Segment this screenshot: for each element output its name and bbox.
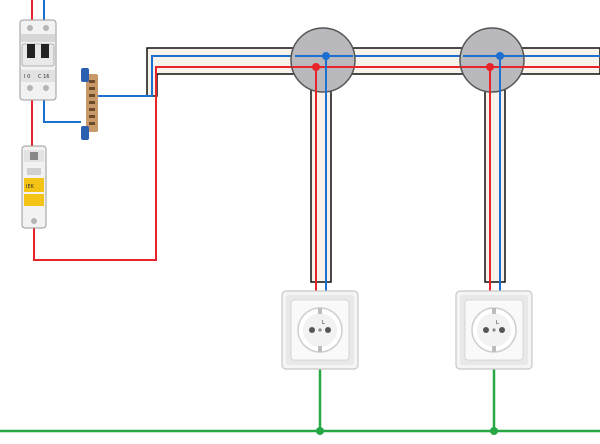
double-pole-breaker-icon: I 0 C 16 (19, 19, 57, 101)
socket-mark-2: L (496, 320, 499, 326)
drop-cable-1 (310, 55, 332, 296)
drop-cable-2 (484, 55, 506, 296)
supply-wires (31, 0, 81, 147)
socket-mark-1: L (322, 320, 325, 326)
breaker-label-1: I 0 (24, 74, 30, 80)
neutral-busbar-icon (81, 68, 98, 140)
phase-feed (33, 66, 163, 261)
schuko-socket-icon: L (455, 290, 533, 370)
schuko-socket-icon: L (281, 290, 359, 370)
neutral-feed (92, 55, 153, 97)
single-pole-rcd-icon: IEK (21, 145, 47, 229)
junction-box-2 (459, 27, 525, 93)
breaker-label-2: C 16 (38, 74, 49, 80)
main-cable (146, 47, 600, 97)
earth-conductor (0, 368, 600, 435)
rcd-label: IEK (26, 184, 35, 190)
junction-box-1 (290, 27, 356, 93)
